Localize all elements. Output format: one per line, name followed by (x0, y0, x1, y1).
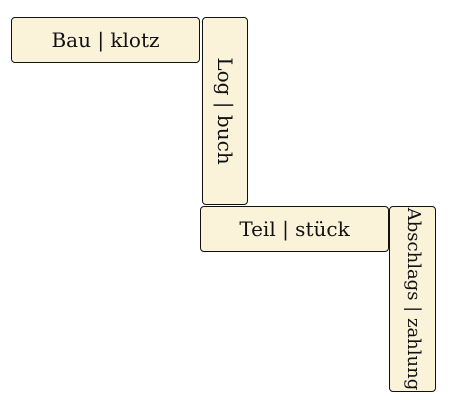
tile-label: Teil | stück (239, 217, 350, 241)
word-tile-bauklotz: Bau | klotz (11, 17, 200, 63)
tile-label: Bau | klotz (51, 28, 160, 52)
word-tile-abschlagszahlung: Abschlags | zahlung (389, 206, 436, 392)
word-tile-teilstueck: Teil | stück (200, 206, 389, 252)
tile-label: Log | buch (213, 57, 237, 165)
tile-label: Abschlags | zahlung (402, 207, 424, 391)
word-tile-logbuch: Log | buch (202, 17, 248, 205)
